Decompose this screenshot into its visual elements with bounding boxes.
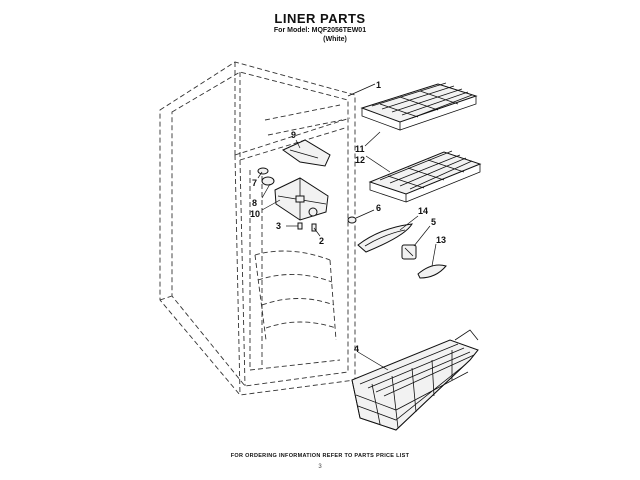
callout-7: 7 bbox=[252, 178, 257, 188]
callout-3: 3 bbox=[276, 221, 281, 231]
thermostat-knob bbox=[347, 216, 357, 224]
callout-5: 5 bbox=[431, 217, 436, 227]
callout-14: 14 bbox=[418, 206, 428, 216]
color-line: (White) bbox=[323, 36, 347, 43]
wire-shelf-middle bbox=[368, 150, 482, 203]
freezer-cabinet bbox=[159, 61, 356, 396]
callout-9: 9 bbox=[291, 130, 296, 140]
callout-12: 12 bbox=[355, 155, 365, 165]
control-housing bbox=[274, 177, 329, 221]
light-socket bbox=[257, 167, 275, 186]
callout-2: 2 bbox=[319, 236, 324, 246]
wire-basket bbox=[351, 329, 479, 431]
screws bbox=[297, 222, 317, 232]
leader-lines bbox=[257, 83, 437, 371]
callout-8: 8 bbox=[252, 198, 257, 208]
model-line: For Model: MQF2056TEW01 bbox=[273, 27, 367, 34]
callout-11: 11 bbox=[355, 144, 365, 154]
handle-trim bbox=[357, 223, 413, 253]
gasket-ring bbox=[417, 264, 447, 279]
callout-13: 13 bbox=[436, 235, 446, 245]
light-bracket bbox=[281, 139, 331, 167]
callout-labels: 1 11 12 9 7 8 10 3 2 6 14 5 13 4 bbox=[250, 80, 446, 354]
page-number: 3 bbox=[318, 464, 322, 470]
page-title: LINER PARTS bbox=[274, 11, 366, 26]
callout-6: 6 bbox=[376, 203, 381, 213]
callout-4: 4 bbox=[354, 344, 359, 354]
callout-10: 10 bbox=[250, 209, 260, 219]
light-cover bbox=[401, 244, 417, 260]
callout-1: 1 bbox=[376, 80, 381, 90]
ordering-note: FOR ORDERING INFORMATION REFER TO PARTS … bbox=[230, 453, 410, 459]
wire-shelf-top bbox=[360, 82, 478, 131]
